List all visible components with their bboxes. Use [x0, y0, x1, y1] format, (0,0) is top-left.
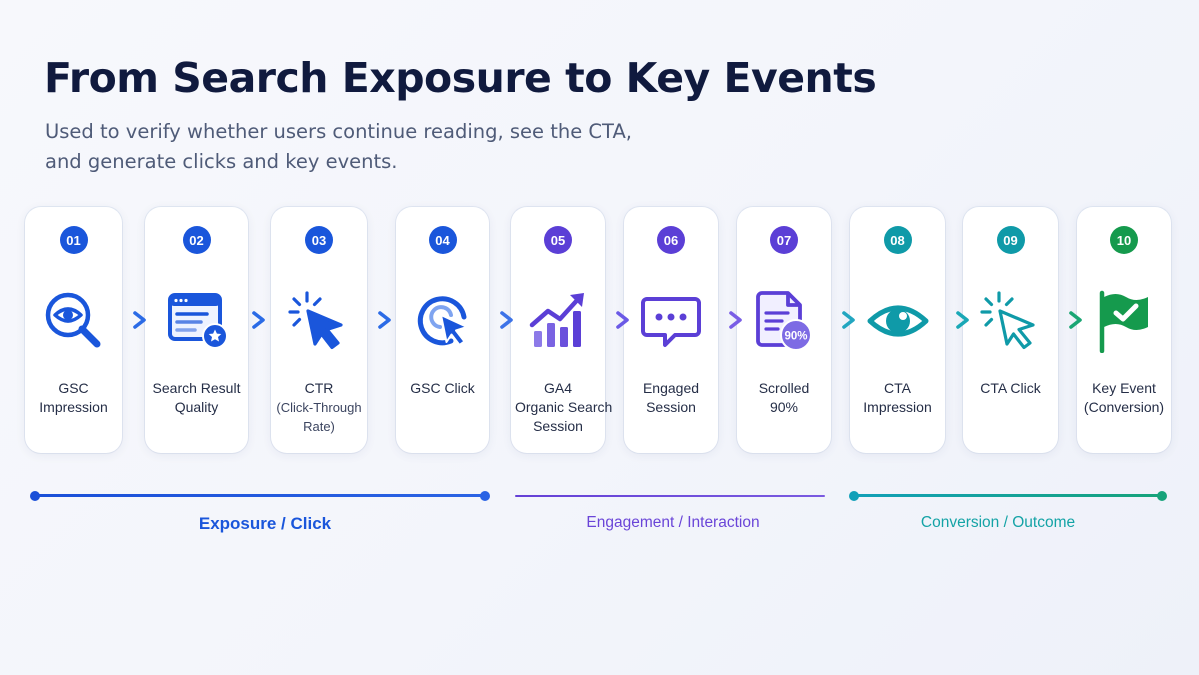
- chat-bubble-icon: [639, 289, 703, 353]
- step-label-line: CTR: [304, 380, 334, 396]
- step-label-line: CTA Click: [980, 380, 1041, 396]
- step-card-09: 09 CTA Click: [963, 207, 1058, 453]
- step-label-line: Search Result: [152, 380, 241, 396]
- step-label-line: (Click-Through: [276, 400, 362, 415]
- step-label-line: GA4: [543, 380, 572, 396]
- step-label-line: Key Event: [1092, 380, 1156, 396]
- step-label: Scrolled 90%: [741, 379, 827, 417]
- phase-endpoint-dot: [480, 490, 490, 501]
- flow-arrow: [934, 308, 974, 332]
- scroll-document-icon: 90%: [752, 289, 816, 353]
- phase-label: Exposure / Click: [198, 514, 332, 533]
- eye-icon: [866, 289, 930, 353]
- flow-arrow: [111, 308, 151, 332]
- step-label-line: Impression: [39, 399, 108, 415]
- step-card-01: 01 GSC Impression: [25, 207, 122, 453]
- step-number-badge: 08: [883, 226, 912, 254]
- step-card-08: 08 CTA Impression: [850, 207, 945, 453]
- flow-arrow: [707, 308, 747, 332]
- step-label-line: CTA: [884, 380, 911, 396]
- phase-label: Engagement / Interaction: [586, 514, 760, 531]
- flow-arrow: [356, 308, 396, 332]
- magnifier-eye-icon: [42, 289, 106, 353]
- step-number-badge: 03: [305, 226, 333, 254]
- step-label: GSC Click: [400, 379, 485, 398]
- step-label: GSC Impression: [29, 379, 118, 417]
- step-label-line: GSC: [58, 380, 89, 396]
- step-label-line: Scrolled: [758, 380, 810, 396]
- phase-endpoint-dot: [30, 490, 40, 501]
- phase-line: [30, 490, 490, 501]
- step-number-badge: 04: [428, 226, 457, 254]
- step-label-line: Rate): [303, 419, 335, 434]
- search-result-page-icon: [165, 289, 229, 353]
- page-subtitle: Used to verify whether users continue re…: [45, 117, 632, 177]
- cursor-click-icon: [979, 289, 1043, 353]
- step-number-badge: 01: [59, 226, 88, 254]
- step-number-badge: 06: [657, 226, 685, 254]
- step-label-line: 90%: [769, 399, 799, 415]
- click-target-icon: [411, 289, 475, 353]
- step-card-10: 10 Key Event (Conversion): [1077, 207, 1171, 453]
- phase-endpoint-dot: [849, 490, 859, 501]
- step-label-line: Engaged: [642, 380, 700, 396]
- phase-endpoint-dot: [1157, 490, 1167, 501]
- page-title: From Search Exposure to Key Events: [44, 54, 877, 102]
- flow-arrow: [230, 308, 270, 332]
- step-number-badge: 02: [182, 226, 211, 254]
- growth-chart-icon: [526, 289, 590, 353]
- flow-arrow: [1047, 308, 1087, 332]
- step-label-line: Quality: [174, 399, 219, 415]
- step-label: Key Event (Conversion): [1081, 379, 1167, 417]
- step-number-badge: 07: [770, 226, 798, 254]
- step-label-line: (Conversion): [1083, 399, 1165, 415]
- step-label-line: Session: [646, 399, 696, 415]
- step-label-line: GSC Click: [410, 380, 475, 396]
- cursor-click-icon: [287, 289, 351, 353]
- phase-line: [515, 495, 825, 497]
- step-number-badge: 09: [996, 226, 1025, 254]
- scroll-percent-badge: 90%: [784, 331, 807, 343]
- step-label-line: Session: [533, 418, 583, 434]
- step-card-07: 07 90% Scrolled 90%: [737, 207, 831, 453]
- flow-arrow: [478, 308, 518, 332]
- phase-label: Conversion / Outcome: [920, 514, 1076, 531]
- step-number-badge: 10: [1110, 226, 1138, 254]
- flow-arrow: [820, 308, 860, 332]
- step-label: CTA Click: [967, 379, 1054, 398]
- step-label-line: Organic Search: [515, 399, 613, 415]
- step-label-line: Impression: [863, 399, 932, 415]
- step-card-04: 04 GSC Click: [396, 207, 489, 453]
- phase-line: [849, 490, 1167, 501]
- conversion-flag-icon: [1092, 289, 1156, 353]
- flow-arrow: [594, 308, 634, 332]
- step-number-badge: 05: [544, 226, 572, 254]
- subtitle-line-1: Used to verify whether users continue re…: [45, 120, 632, 143]
- subtitle-line-2: and generate clicks and key events.: [45, 150, 398, 173]
- step-label: CTA Impression: [854, 379, 941, 417]
